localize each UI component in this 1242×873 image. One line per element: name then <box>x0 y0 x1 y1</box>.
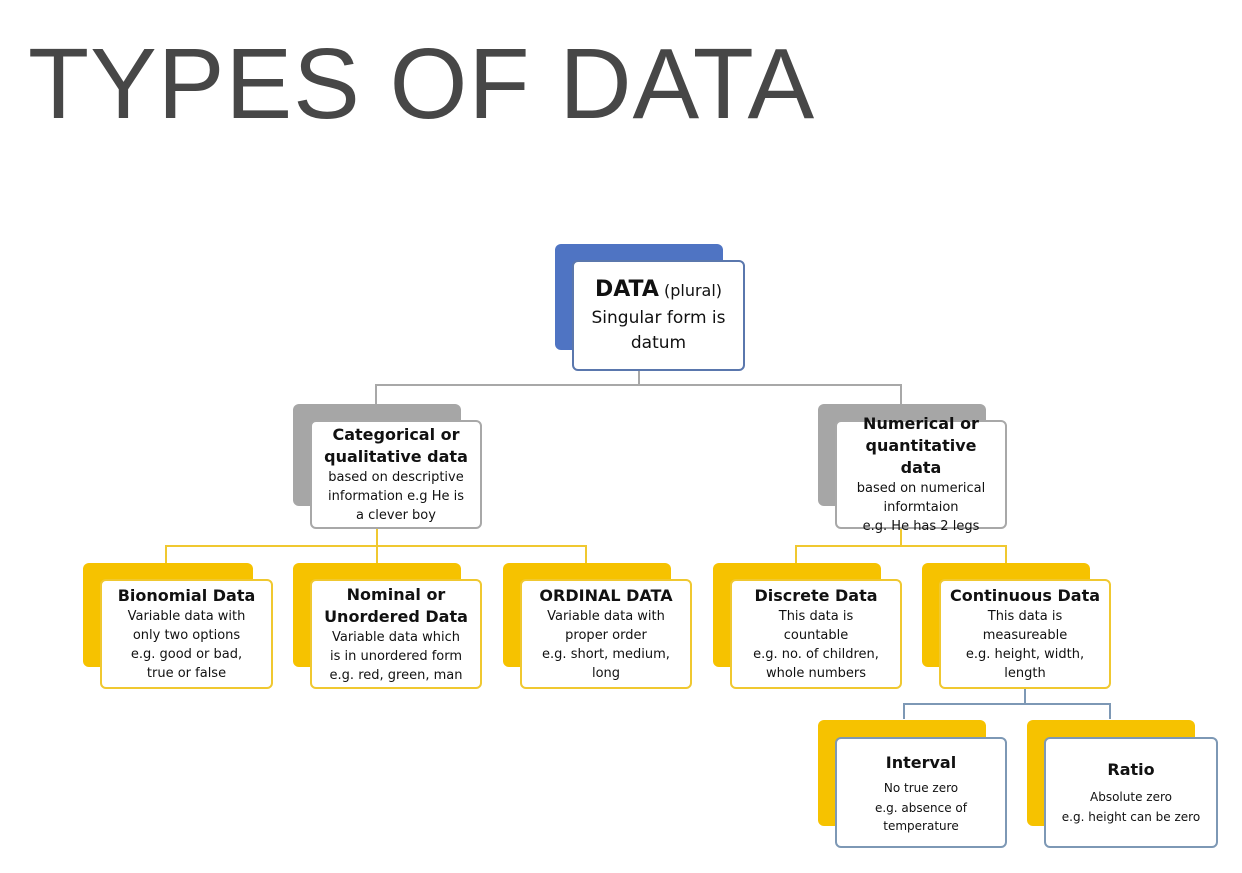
categorical-node: Categorical or qualitative data based on… <box>310 420 482 529</box>
ratio-node: Ratio Absolute zero e.g. height can be z… <box>1044 737 1218 848</box>
nominal-line-2: is in unordered form <box>329 648 463 664</box>
ordinal-node: ORDINAL DATA Variable data with proper o… <box>520 579 692 689</box>
continuous-line-2: measureable <box>982 628 1068 643</box>
root-heading-suffix: (plural) <box>663 281 723 300</box>
root-heading-main: DATA <box>594 277 659 302</box>
connector-continuous-stem <box>1024 688 1026 704</box>
categorical-line-2: information e.g He is <box>328 489 464 504</box>
ratio-heading: Ratio <box>1107 759 1155 779</box>
ordinal-line-4: long <box>591 666 621 681</box>
connector-level1-bar <box>375 384 902 386</box>
interval-line-2: e.g. absence of <box>874 800 967 815</box>
connector-binomial-drop <box>165 545 167 563</box>
nominal-heading-1: Nominal or <box>346 584 446 604</box>
discrete-line-4: whole numbers <box>765 666 867 681</box>
connector-numerical-bar <box>795 545 1007 547</box>
connector-ratio-drop <box>1109 703 1111 719</box>
connector-root-stem <box>638 370 640 385</box>
connector-interval-drop <box>903 703 905 719</box>
interval-line-1: No true zero <box>883 780 959 795</box>
discrete-node: Discrete Data This data is countable e.g… <box>730 579 902 689</box>
connector-ordinal-drop <box>585 545 587 563</box>
connector-continuous-bar <box>903 703 1111 705</box>
numerical-heading-1: Numerical or <box>863 414 979 433</box>
categorical-line-3: a clever boy <box>356 508 436 523</box>
ordinal-line-2: proper order <box>565 628 647 643</box>
root-line-1: Singular form is <box>591 308 726 328</box>
page-title: TYPES OF DATA <box>28 28 816 140</box>
binomial-line-2: only two options <box>132 628 241 643</box>
binomial-heading: Bionomial Data <box>117 586 256 605</box>
discrete-line-3: e.g. no. of children, <box>753 647 879 662</box>
continuous-line-3: e.g. height, width, <box>965 647 1085 662</box>
interval-node: Interval No true zero e.g. absence of te… <box>835 737 1007 848</box>
connector-numerical-stem <box>900 528 902 546</box>
continuous-node: Continuous Data This data is measureable… <box>939 579 1111 689</box>
numerical-line-2: informtaion <box>883 500 959 515</box>
numerical-line-1: based on numerical <box>856 481 986 496</box>
ordinal-heading: ORDINAL DATA <box>539 586 673 605</box>
connector-nominal-drop <box>376 545 378 563</box>
nominal-node: Nominal or Unordered Data Variable data … <box>310 579 482 689</box>
discrete-heading: Discrete Data <box>754 586 878 605</box>
ordinal-line-3: e.g. short, medium, <box>542 647 670 662</box>
ratio-line-1: Absolute zero <box>1090 789 1172 804</box>
connector-continuous-drop <box>1005 545 1007 563</box>
numerical-node: Numerical or quantitative data based on … <box>835 414 1007 534</box>
discrete-line-2: countable <box>783 628 849 643</box>
nominal-line-3: e.g. red, green, man <box>329 667 463 683</box>
connector-categorical-drop <box>375 384 377 421</box>
interval-line-3: temperature <box>883 818 959 833</box>
nominal-line-1: Variable data which <box>331 629 461 645</box>
categorical-heading-2: qualitative data <box>324 447 468 466</box>
connector-numerical-drop <box>900 384 902 421</box>
connector-categorical-stem <box>376 528 378 546</box>
ordinal-line-1: Variable data with <box>547 609 665 624</box>
categorical-line-1: based on descriptive <box>328 470 464 485</box>
numerical-line-3: e.g. He has 2 legs <box>862 519 980 534</box>
continuous-line-4: length <box>1004 666 1046 681</box>
binomial-line-3: e.g. good or bad, <box>130 647 243 662</box>
root-node: DATA (plural) Singular form is datum <box>572 260 745 371</box>
discrete-line-1: This data is <box>778 609 854 624</box>
root-heading: DATA (plural) <box>595 275 722 306</box>
nominal-heading-2: Unordered Data <box>324 606 468 626</box>
binomial-line-4: true or false <box>146 666 227 681</box>
connector-discrete-drop <box>795 545 797 563</box>
root-line-2: datum <box>630 333 687 353</box>
continuous-heading: Continuous Data <box>949 586 1101 605</box>
categorical-heading-1: Categorical or <box>332 425 460 444</box>
ratio-line-2: e.g. height can be zero <box>1061 809 1201 824</box>
binomial-node: Bionomial Data Variable data with only t… <box>100 579 273 689</box>
continuous-line-1: This data is <box>987 609 1063 624</box>
interval-heading: Interval <box>885 752 957 772</box>
numerical-heading-2: quantitative data <box>865 436 977 477</box>
binomial-line-1: Variable data with <box>127 609 246 624</box>
